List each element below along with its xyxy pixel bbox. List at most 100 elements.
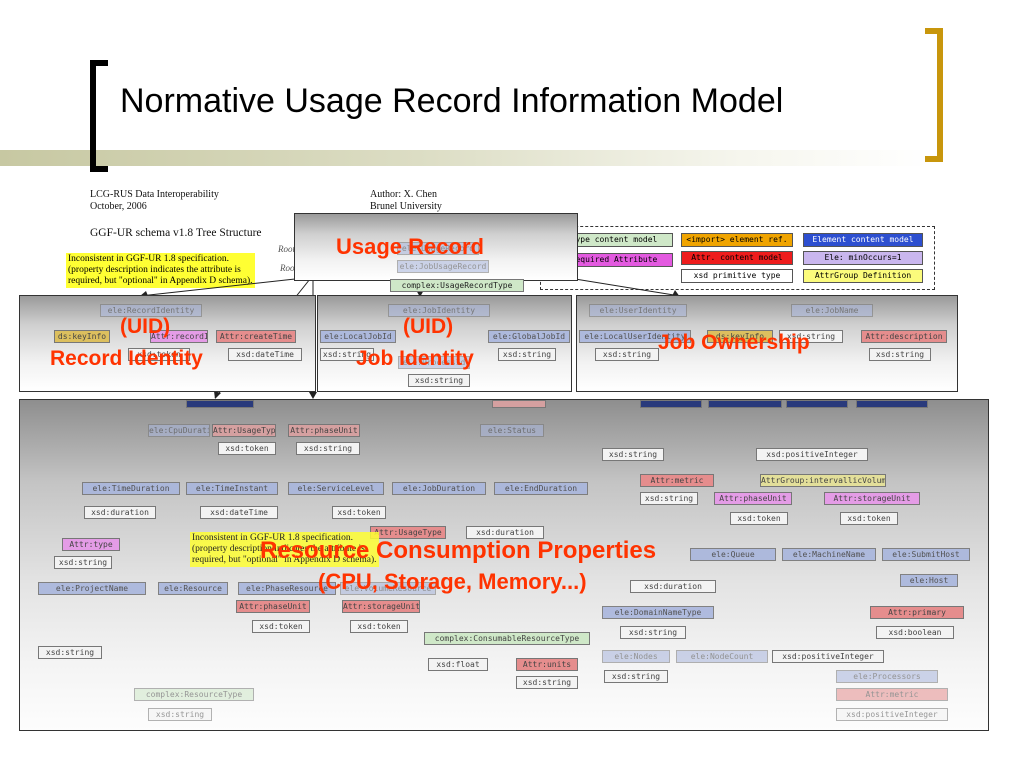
connector-line: [139, 278, 296, 297]
nodes-node: ele:Nodes: [602, 650, 670, 663]
attr-metric-node: Attr:metric: [640, 474, 714, 487]
element-content-marker: [708, 400, 782, 408]
xsd-token-node: xsd:token: [332, 506, 386, 519]
legend-type-content: Type content model: [555, 233, 673, 247]
record-identity-element-node: ele:RecordIdentity: [100, 304, 202, 317]
xsd-token-node: xsd:token: [218, 442, 276, 455]
resource-consumption-panel: ele:CpuDuration Attr:UsageType Attr:phas…: [19, 399, 989, 731]
node-count-node: ele:NodeCount: [676, 650, 768, 663]
xsd-string-node: xsd:string: [38, 646, 102, 659]
xsd-string-node: xsd:string: [640, 492, 698, 505]
legend-import-ref: <import> element ref.: [681, 233, 793, 247]
attr-content-marker: [492, 400, 546, 408]
processors-node: ele:Processors: [836, 670, 938, 683]
attr-phaseunit-node: Attr:phaseUnit: [236, 600, 310, 613]
legend-attrgroup-def: AttrGroup Definition: [803, 269, 923, 283]
xsd-string-node: xsd:string: [54, 556, 112, 569]
xsd-duration-node: xsd:duration: [466, 526, 544, 539]
global-job-id-node: ele:GlobalJobId: [488, 330, 570, 343]
element-content-marker: [186, 400, 254, 408]
usage-record-label: Usage Record: [336, 234, 484, 259]
xsd-token-node: xsd:token: [840, 512, 898, 525]
xsd-string-node: xsd:string: [620, 626, 686, 639]
xsd-string-node: xsd:string: [595, 348, 659, 361]
volume-resource-node: ele:VolumeResource: [340, 582, 436, 595]
job-name-element-node: ele:JobName: [791, 304, 873, 317]
job-identity-element-node: ele:JobIdentity: [388, 304, 490, 317]
machine-name-node: ele:MachineName: [782, 548, 876, 561]
host-node: ele:Host: [900, 574, 958, 587]
resource-consumption-sublabel: (CPU, Storage, Memory...): [318, 569, 587, 594]
usage-record-element-node: ele:UsageRecord: [397, 242, 479, 255]
xsd-positive-integer-node: xsd:positiveInteger: [756, 448, 868, 461]
consumable-resource-type-node: complex:ConsumableResourceType: [424, 632, 590, 645]
legend-element-content: Element content model: [803, 233, 923, 247]
project-name-node: ele:ProjectName: [38, 582, 146, 595]
end-duration-node: ele:EndDuration: [494, 482, 588, 495]
attr-units-node: Attr:units: [516, 658, 578, 671]
cpu-duration-node: ele:CpuDuration: [148, 424, 210, 437]
queue-node: ele:Queue: [690, 548, 776, 561]
attr-createtime-node: Attr:createTime: [216, 330, 296, 343]
attr-node: Attr:phaseUnit: [288, 424, 360, 437]
attr-usagetype-node: Attr:UsageType: [370, 526, 446, 539]
attrgroup-intervallic-volume-node: AttrGroup:intervallicVolume: [760, 474, 886, 487]
slide-title: Normative Usage Record Information Model: [120, 82, 784, 120]
doc-author: Author: X. Chen: [370, 189, 437, 200]
element-content-marker: [786, 400, 848, 408]
xsd-string-node: xsd:string: [320, 348, 374, 361]
attr-storageunit-node: Attr:storageUnit: [342, 600, 420, 613]
xsd-float-node: xsd:float: [428, 658, 488, 671]
xsd-duration-node: xsd:duration: [630, 580, 716, 593]
time-duration-node: ele:TimeDuration: [82, 482, 180, 495]
submit-host-node: ele:SubmitHost: [882, 548, 970, 561]
ds-keyinfo-node: ds:keyInfo: [54, 330, 110, 343]
element-content-marker: [640, 400, 702, 408]
xsd-string-node: xsd:string: [779, 330, 843, 343]
attr-type-node: Attr:type: [62, 538, 120, 551]
attr-metric-node: Attr:metric: [836, 688, 948, 701]
ds-keyinfo-node: ds:keyInfo: [707, 330, 773, 343]
phase-resource-node: ele:PhaseResource: [238, 582, 336, 595]
inconsistency-note-faded: Inconsistent in GGF-UR 1.8 specification…: [190, 532, 379, 567]
xsd-boolean-node: xsd:boolean: [876, 626, 954, 639]
resource-node: ele:Resource: [158, 582, 228, 595]
xsd-string-node: xsd:string: [296, 442, 360, 455]
xsd-datetime-node: xsd:dateTime: [200, 506, 278, 519]
note-line: Inconsistent in GGF-UR 1.8 specification…: [68, 254, 229, 264]
xsd-token-node: xsd:token: [128, 348, 190, 361]
job-usage-record-element-node: ele:JobUsageRecord: [397, 260, 489, 273]
doc-affiliation: Brunel University: [370, 201, 442, 212]
job-duration-node: ele:JobDuration: [392, 482, 486, 495]
attr-primary-node: Attr:primary: [870, 606, 964, 619]
service-level-node: ele:ServiceLevel: [288, 482, 384, 495]
attr-node: Attr:UsageType: [212, 424, 276, 437]
attr-description-node: Attr:description: [861, 330, 947, 343]
xsd-token-node: xsd:token: [350, 620, 408, 633]
xsd-positive-integer-node: xsd:positiveInteger: [772, 650, 884, 663]
usage-record-panel: ele:UsageRecord ele:JobUsageRecord: [294, 213, 578, 281]
process-id-node: ele:ProcessId: [398, 356, 470, 369]
uid-label: (UID): [120, 315, 171, 338]
connector-line: [574, 278, 681, 297]
schema-title: GGF-UR schema v1.8 Tree Structure: [90, 227, 262, 239]
domain-name-type-node: ele:DomainNameType: [602, 606, 714, 619]
legend-attr-content: Attr. content model: [681, 251, 793, 265]
attr-phaseunit-node: Attr:phaseUnit: [714, 492, 792, 505]
legend: Type content model <import> element ref.…: [540, 226, 935, 290]
doc-date: October, 2006: [90, 201, 147, 212]
note-line: required, but "optional" in Appendix D s…: [68, 276, 253, 286]
arrowhead: [140, 291, 148, 296]
uid-label: (UID): [403, 315, 454, 338]
legend-xsd-primitive: xsd primitive type: [681, 269, 793, 283]
record-identity-panel: ele:RecordIdentity ds:keyInfo Attr:recor…: [19, 295, 316, 392]
xsd-string-node: xsd:string: [148, 708, 212, 721]
element-content-marker: [856, 400, 928, 408]
note-line: (property description indicates the attr…: [68, 265, 241, 275]
note-line: required, but "optional" in Appendix D s…: [192, 555, 377, 565]
xsd-string-node: xsd:string: [516, 676, 578, 689]
usage-record-type-node: complex:UsageRecordType: [390, 279, 524, 292]
status-node: ele:Status: [480, 424, 544, 437]
time-instant-node: ele:TimeInstant: [186, 482, 278, 495]
xsd-duration-node: xsd:duration: [84, 506, 156, 519]
